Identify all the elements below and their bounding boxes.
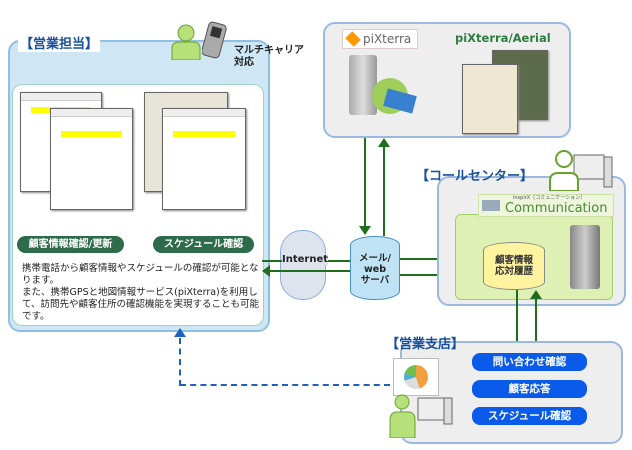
internet-cloud-icon (280, 230, 326, 300)
db-label-line2: 応対履歴 (494, 266, 533, 277)
sales-rep-title: 【営業担当】 (18, 33, 101, 52)
customer-response-button[interactable]: 顧客応答 (472, 380, 587, 398)
arrow-head-left-icon (262, 265, 270, 277)
multi-carrier-label: マルチキャリア対応 (234, 45, 304, 69)
internet-label: Internet (282, 254, 329, 265)
branch-to-sales-dashed-line (180, 384, 390, 386)
pixterra-aerial-label: piXterra/Aerial (455, 31, 551, 45)
pie-chart-report-icon (393, 358, 439, 396)
arrow-head-down-icon (359, 226, 371, 235)
db-to-branch-line (516, 290, 518, 346)
sales-dashed-vertical-line (179, 338, 181, 386)
db-label-line1: 顧客情報 (494, 255, 533, 266)
inspirx-logo-mark (482, 200, 500, 211)
server-to-db-line (400, 258, 468, 260)
server-label-line1: メール/ (359, 253, 391, 264)
person-icon (171, 24, 201, 60)
call-center-title: 【コールセンター】 (416, 169, 534, 184)
customer-info-update-button[interactable]: 顧客情報確認/更新 (17, 236, 124, 253)
arrow-head-up-icon (530, 290, 542, 299)
multi-carrier-line2: 対応 (234, 57, 254, 68)
sales-rep-description: 携帯電話から顧客情報やスケジュールの確認が可能となります。 また、携帯GPSと地… (22, 263, 260, 322)
db-to-server-line (400, 274, 456, 276)
pixterra-logo-mark (345, 31, 361, 47)
mobile-phone-icon (202, 21, 227, 59)
multi-carrier-line1: マルチキャリア (234, 45, 304, 56)
inquiry-check-button[interactable]: 問い合わせ確認 (472, 353, 587, 371)
arrow-to-sales-rep (268, 270, 352, 272)
pixterra-logo: piXterra (342, 29, 418, 49)
pixterra-to-server-line (364, 138, 366, 228)
server-label-line3: サーバ (360, 275, 390, 286)
branch-schedule-check-button[interactable]: スケジュール確認 (472, 407, 587, 425)
pixterra-logo-text: piXterra (363, 32, 412, 46)
branch-title: 【営業支店】 (386, 337, 465, 352)
server-icon (349, 55, 377, 115)
server-label-line2: web (363, 264, 387, 275)
street-map-image (462, 64, 518, 134)
communication-logo-text: Communication (505, 201, 608, 216)
call-center-server-icon (570, 225, 600, 289)
branch-staff-icon (389, 394, 453, 438)
arrow-head-up-icon (174, 328, 186, 337)
schedule-check-button[interactable]: スケジュール確認 (153, 236, 254, 253)
phone-screen-case-detail (50, 108, 133, 210)
inspirx-product-prefix: inspirX［コミュニケーション］ (513, 195, 586, 201)
arrow-head-up-icon (378, 138, 390, 147)
operator-headset-icon (549, 150, 613, 191)
phone-screen-schedule (162, 108, 246, 210)
server-to-pixterra-line (383, 146, 385, 236)
branch-to-db-line (535, 298, 537, 354)
inspirx-communication-logo: inspirX［コミュニケーション］ Communication (478, 194, 614, 217)
customer-history-db: 顧客情報応対履歴 (483, 242, 545, 290)
pie-chart-icon (404, 365, 428, 389)
